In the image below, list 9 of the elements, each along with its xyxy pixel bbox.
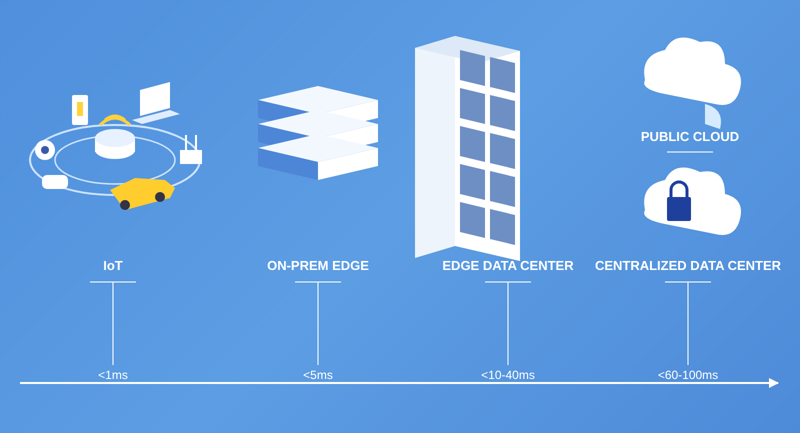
tier-label: PUBLIC CLOUD (640, 129, 740, 144)
latency-label: <5ms (303, 368, 333, 382)
latency-label: <10-40ms (481, 368, 535, 382)
tier-label: ON-PREM EDGE (267, 258, 369, 273)
tier-label: IoT (103, 258, 123, 273)
latency-label: <60-100ms (658, 368, 718, 382)
latency-label: <1ms (98, 368, 128, 382)
tier-label: CENTRALIZED DATA CENTER (594, 258, 782, 273)
tier-label: EDGE DATA CENTER (442, 258, 574, 273)
